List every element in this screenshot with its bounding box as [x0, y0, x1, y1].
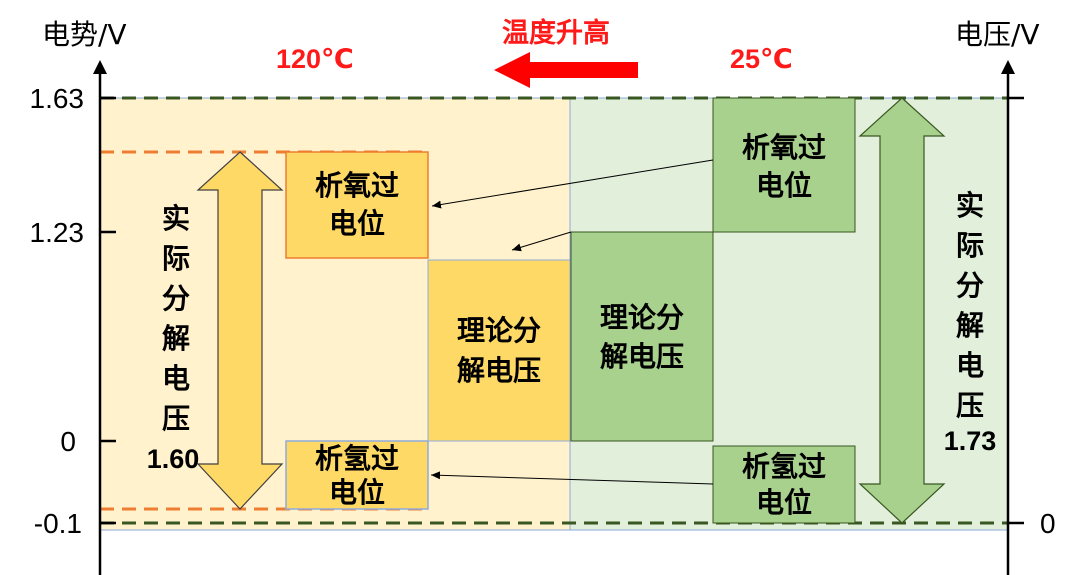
cold-her-box [712, 445, 856, 524]
right-axis-arrowhead [1001, 60, 1015, 74]
hot-double-arrow [196, 151, 284, 510]
cold-double-arrow [858, 97, 946, 524]
cold-oer-label: 电位 [756, 169, 812, 202]
hot-temperature-label: 120℃ [276, 44, 354, 74]
tick-label: 1.23 [30, 217, 85, 248]
pointer-arrow-oer [431, 159, 714, 209]
hot-theory-label: 理论分 [457, 314, 541, 347]
cold-actual-voltage-value: 1.73 [944, 426, 997, 456]
hot-her-label: 析氢过 [315, 442, 399, 475]
hot-actual-voltage-label: 电 [162, 362, 190, 395]
heating-direction-arrow [494, 52, 638, 88]
hot-her-box [285, 440, 429, 510]
cold-oer-label: 析氧过 [742, 131, 826, 164]
right-axis-title: 电压/V [955, 18, 1040, 51]
left-axis-arrowhead [93, 60, 107, 74]
cold-her-label: 析氢过 [742, 450, 826, 483]
pointer-arrow-her [430, 471, 714, 485]
cold-actual-voltage-label: 压 [956, 389, 984, 422]
hot-actual-voltage-label: 际 [162, 242, 190, 275]
hot-actual-voltage-label: 分 [162, 282, 190, 315]
cold-actual-voltage-label: 解 [956, 309, 984, 342]
cold-theory-label: 解电压 [600, 340, 684, 373]
cold-temperature-label: 25℃ [730, 44, 793, 74]
cold-actual-voltage-label: 际 [956, 229, 984, 262]
cold-actual-voltage-label: 电 [956, 349, 984, 382]
hot-her-label: 电位 [329, 476, 385, 509]
tick-label: -0.1 [34, 508, 82, 539]
hot-theory-label: 解电压 [457, 354, 541, 387]
heating-label: 温度升高 [502, 17, 610, 49]
left-axis-title: 电势/V [42, 18, 127, 51]
tick-label: 1.63 [30, 83, 85, 114]
cold-her-label: 电位 [756, 486, 812, 519]
hot-oer-label: 电位 [329, 207, 385, 240]
tick-label: 0 [60, 426, 76, 457]
tick-label: 0 [1040, 508, 1056, 539]
hot-actual-voltage-label: 压 [162, 402, 190, 435]
hot-actual-voltage-label: 实 [162, 202, 190, 235]
cold-actual-voltage-label: 分 [956, 269, 984, 302]
hot-actual-voltage-value: 1.60 [147, 444, 200, 474]
pointer-arrow-theory [511, 231, 572, 252]
hot-actual-voltage-label: 解 [162, 322, 190, 355]
cold-theory-box [570, 231, 714, 442]
hot-oer-label: 析氧过 [315, 169, 399, 202]
hot-oer-box [285, 151, 429, 259]
cold-oer-box [712, 97, 856, 233]
hot-theory-box [427, 259, 571, 442]
cold-theory-label: 理论分 [600, 301, 684, 334]
cold-actual-voltage-label: 实 [956, 189, 984, 222]
